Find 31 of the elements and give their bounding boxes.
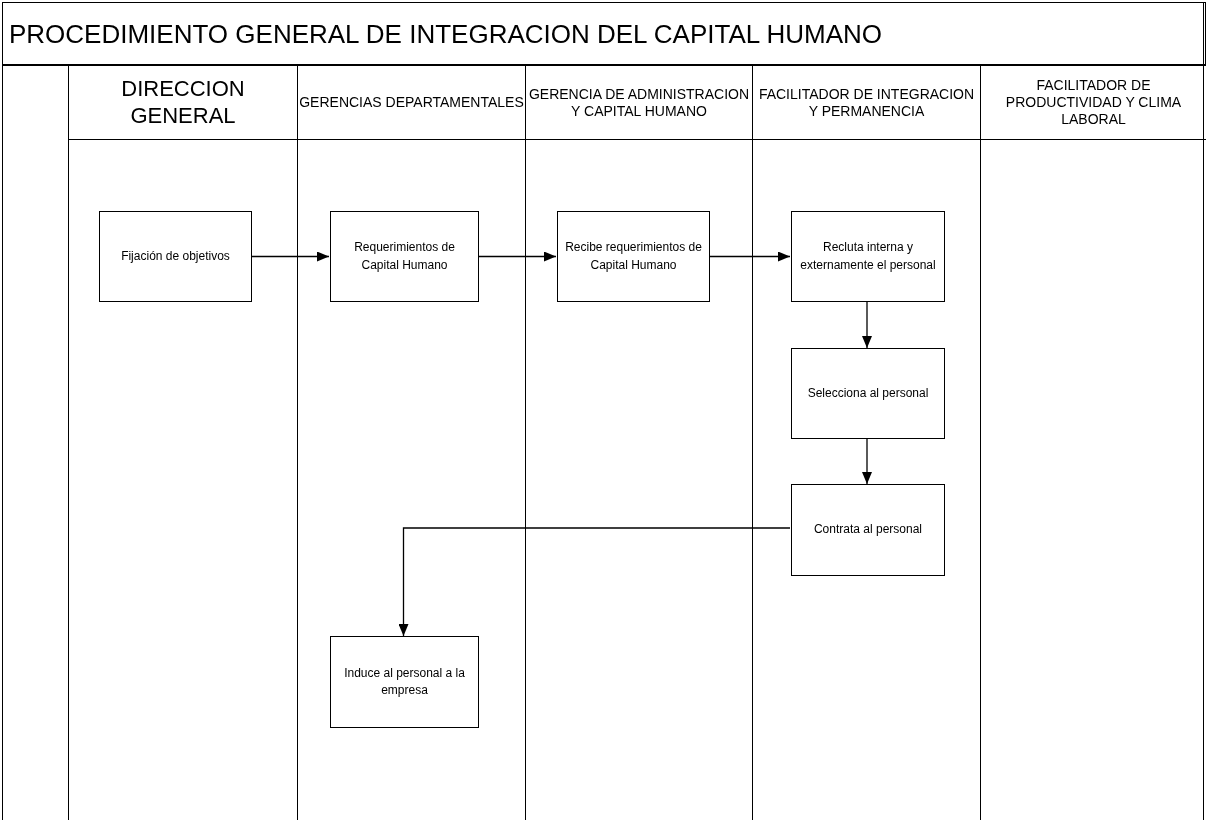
process-box — [99, 211, 252, 302]
lane-heading: FACILITADOR DE PRODUCTIVIDAD Y CLIMA LABORAL — [1004, 77, 1183, 128]
box-text: Requerimientos de Capital Humano — [353, 239, 456, 274]
box-text: Recluta interna y externamente el personal — [799, 239, 937, 274]
box-text: Induce al personal a la empresa — [343, 664, 466, 699]
process-box — [791, 348, 945, 439]
arrow — [862, 438, 872, 485]
box-text: Selecciona al personal — [807, 384, 929, 402]
box-text: Recibe requerimientos de Capital Humano — [564, 239, 703, 274]
lane-heading: GERENCIAS DEPARTAMENTALES — [299, 94, 524, 111]
swimlane — [980, 66, 1206, 820]
arrow — [477, 251, 557, 262]
arrow — [708, 251, 791, 262]
swimlane — [752, 66, 980, 820]
box-text: Fijación de objetivos — [121, 247, 230, 265]
swimlane — [297, 66, 525, 820]
process-box — [791, 484, 945, 576]
swimlane — [68, 66, 297, 820]
diagram-title: PROCEDIMIENTO GENERAL DE INTEGRACION DEL CAPITAL HUMANO — [9, 19, 883, 50]
process-box — [791, 211, 945, 302]
lane-heading: DIRECCION GENERAL — [120, 76, 246, 129]
arrow — [250, 251, 330, 262]
lane-heading: FACILITADOR DE INTEGRACION Y PERMANENCIA — [757, 85, 976, 120]
swimlane — [525, 66, 752, 820]
box-text: Contrata al personal — [813, 521, 923, 539]
lane-heading: GERENCIA DE ADMINISTRACION Y CAPITAL HUMANO — [527, 85, 751, 120]
process-box — [330, 636, 479, 728]
arrow — [398, 527, 791, 637]
process-box — [330, 211, 479, 302]
process-box — [557, 211, 710, 302]
arrow — [862, 301, 872, 349]
